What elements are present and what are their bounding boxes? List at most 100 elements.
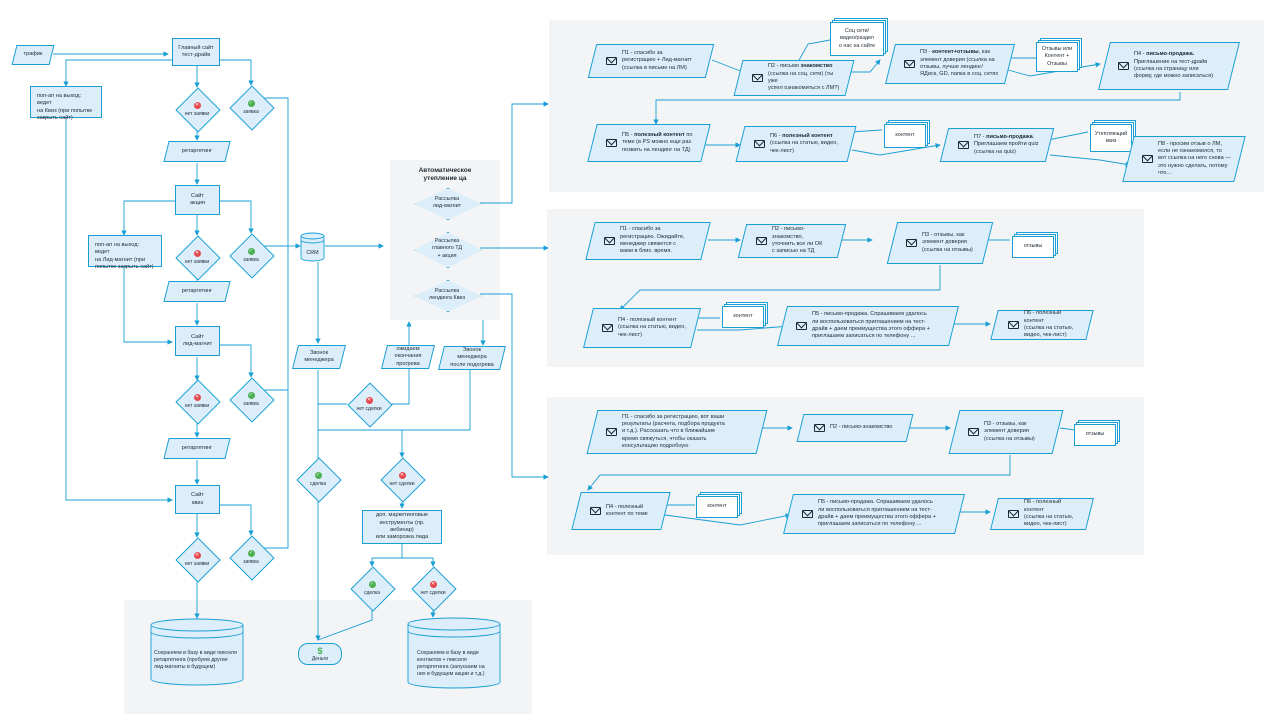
no-request-decision-1[interactable]: ✕нет заявки xyxy=(175,87,221,133)
dollar-icon: $ xyxy=(317,645,323,656)
no-request-decision-3[interactable]: ✕нет заявки xyxy=(175,379,221,425)
cross-icon: ✕ xyxy=(193,393,201,401)
envelope-icon xyxy=(602,324,613,332)
envelope-icon xyxy=(968,428,979,436)
envelope-icon xyxy=(1008,321,1019,329)
mail-leadmagnet-node[interactable]: Рассылка лид-магнит xyxy=(414,188,482,220)
request-decision-2[interactable]: ✓заявка xyxy=(229,233,275,279)
envelope-icon xyxy=(958,141,969,149)
wait-warmup-node[interactable]: ожидаем окончания прогрева xyxy=(381,345,435,369)
chain1-letter-3[interactable]: П3 - контент+отзывы, как элемент доверия… xyxy=(885,44,1015,84)
extra-tools-node[interactable]: доп. маркетинговые инструменты (пр. веби… xyxy=(362,510,442,544)
chain3-letter-1[interactable]: П1 - спасибо за регистрацию, вот ваши ре… xyxy=(586,410,768,454)
chain3-letter-4[interactable]: П4 - полезный контент по теме xyxy=(571,492,671,530)
money-terminal[interactable]: $Деньги xyxy=(298,643,342,665)
envelope-icon xyxy=(756,237,767,245)
cross-icon: ✕ xyxy=(398,471,406,479)
request-decision-1[interactable]: ✓заявка xyxy=(229,85,275,131)
request-decision-4[interactable]: ✓заявка xyxy=(229,535,275,581)
site-leadmagnet-node[interactable]: Сайт лид-магнит xyxy=(175,326,220,356)
chain1-doc-content: контент xyxy=(884,120,930,148)
no-request-decision-2[interactable]: ✕нет заявки xyxy=(175,235,221,281)
envelope-icon xyxy=(796,322,807,330)
chain3-doc-reviews: отзывы xyxy=(1074,420,1120,446)
cross-icon: ✕ xyxy=(193,249,201,257)
no-deal-decision-1[interactable]: ✕нет сделки xyxy=(347,382,393,428)
database-icon xyxy=(407,617,501,689)
check-icon: ✓ xyxy=(368,580,376,588)
envelope-icon xyxy=(606,57,617,65)
chain2-letter-6[interactable]: П6 - полезный контент (ссылка на статью,… xyxy=(990,310,1094,340)
chain2-doc-reviews: отзывы xyxy=(1012,232,1058,258)
chain1-letter-8[interactable]: П8 - просим отзыв о ЛМ, если не ознакоми… xyxy=(1122,136,1246,182)
site-promo-node[interactable]: Сайт акция xyxy=(175,185,220,215)
chain2-letter-4[interactable]: П4 - полезный контент (ссылка на статью,… xyxy=(583,308,701,348)
chain2-letter-5[interactable]: П5 - письмо-продажа. Спрашиваем удалось … xyxy=(777,306,959,346)
database-icon xyxy=(150,618,244,686)
no-request-decision-4[interactable]: ✕нет заявки xyxy=(175,537,221,583)
save-pixel-label: Сохраняем в базу в виде пикселя ретаргет… xyxy=(154,650,237,671)
cross-icon: ✕ xyxy=(429,580,437,588)
retargeting-node-3[interactable]: ретаргетинг xyxy=(163,438,231,459)
mail-main-node[interactable]: Рассылка главного ТД + акция xyxy=(414,232,482,268)
envelope-icon xyxy=(814,424,825,432)
request-decision-3[interactable]: ✓заявка xyxy=(229,377,275,423)
chain3-doc-content: контент xyxy=(696,492,742,518)
popup-leadmagnet-node[interactable]: поп-ап на выход: ведет на Лид-магнит (пр… xyxy=(88,235,162,270)
check-icon: ✓ xyxy=(247,99,255,107)
envelope-icon xyxy=(590,507,601,515)
chain3-letter-5[interactable]: П5 - письмо-продажа. Спрашиваем удалось … xyxy=(783,494,965,534)
retargeting-node-2[interactable]: ретаргетинг xyxy=(163,281,231,302)
envelope-icon xyxy=(604,237,615,245)
deal-decision-1[interactable]: ✓сделка xyxy=(296,457,342,503)
chain3-letter-2[interactable]: П2 - письмо-знакомство xyxy=(796,414,914,442)
no-deal-decision-2[interactable]: ✕нет сделки xyxy=(380,457,426,503)
check-icon: ✓ xyxy=(247,549,255,557)
traffic-node[interactable]: трафик xyxy=(11,45,55,65)
chain1-doc-social: Соц сети/ видео/раздел о нас на сайте xyxy=(830,18,888,56)
chain2-doc-content: контент xyxy=(722,302,768,328)
main-site-node[interactable]: Главный сайт тест-драйв xyxy=(172,38,220,66)
chain1-letter-5[interactable]: П5 - полезный контент по теме (в PS можн… xyxy=(587,124,711,162)
deal-decision-2[interactable]: ✓сделка xyxy=(350,566,396,612)
chain1-letter-4[interactable]: П4 - письмо-продажа. Приглашение на тест… xyxy=(1098,42,1240,90)
envelope-icon xyxy=(906,239,917,247)
crm-database[interactable]: CRM xyxy=(300,232,325,262)
site-quiz-node[interactable]: Сайт квиз xyxy=(175,485,220,514)
save-contacts-label: Сохраняем в базу в виде контактов + пикс… xyxy=(417,650,485,678)
envelope-icon xyxy=(754,140,765,148)
chain2-letter-3[interactable]: П3 - отзывы, как элемент доверия (ссылка… xyxy=(886,222,994,264)
crm-label: CRM xyxy=(306,250,319,256)
save-pixel-database[interactable]: Сохраняем в базу в виде пикселя ретаргет… xyxy=(150,618,244,686)
envelope-icon xyxy=(802,510,813,518)
check-icon: ✓ xyxy=(314,471,322,479)
manager-call-after-node[interactable]: Звонок менеджера после подогрева xyxy=(438,346,506,370)
cross-icon: ✕ xyxy=(193,101,201,109)
mail-quiz-node[interactable]: Рассылка лендинга Квиз xyxy=(414,280,482,312)
cross-icon: ✕ xyxy=(193,551,201,559)
cross-icon: ✕ xyxy=(365,396,373,404)
envelope-icon xyxy=(606,428,617,436)
chain1-letter-6[interactable]: П6 - полезный контент (ссылка на статью,… xyxy=(735,126,857,162)
retargeting-node-1[interactable]: ретаргетинг xyxy=(163,141,231,162)
manager-call-node[interactable]: Звонок менеджера xyxy=(292,345,346,369)
chain1-letter-7[interactable]: П7 - письмо-продажа. Приглашаем пройти q… xyxy=(939,128,1055,162)
auto-warmup-title: Автоматическое утепление ца xyxy=(418,167,472,183)
envelope-icon xyxy=(1118,62,1129,70)
database-icon xyxy=(300,232,325,262)
envelope-icon xyxy=(1008,510,1019,518)
chain3-letter-3[interactable]: П3 - отзывы, как элемент доверия (ссылка… xyxy=(948,410,1064,454)
chain2-letter-2[interactable]: П2 - письмо-знакомство, уточнить все ли … xyxy=(737,224,847,258)
check-icon: ✓ xyxy=(247,247,255,255)
chain1-doc-quiz: Утепляющий квиз xyxy=(1090,120,1136,152)
chain2-letter-1[interactable]: П1 - спасибо за регистрацию. Ожидайте, м… xyxy=(585,222,711,260)
chain1-letter-2[interactable]: П2 - письмо знакомство (ссылка на соц. с… xyxy=(733,60,855,96)
popup-quiz-node[interactable]: поп-ап на выход: ведет на Квиз (при попы… xyxy=(30,86,102,121)
chain1-letter-1[interactable]: П1 - спасибо за регистрацию + Лид-магнит… xyxy=(587,44,715,78)
chain1-doc-reviews: Отзывы или Контент + Отзывы xyxy=(1036,38,1082,72)
no-deal-decision-3[interactable]: ✕нет сделки xyxy=(411,566,457,612)
save-contacts-database[interactable]: Сохраняем в базу в виде контактов + пикс… xyxy=(407,617,501,689)
chain3-letter-6[interactable]: П6 - полезный контент (ссылка на статью,… xyxy=(990,498,1094,530)
envelope-icon xyxy=(1142,155,1153,163)
